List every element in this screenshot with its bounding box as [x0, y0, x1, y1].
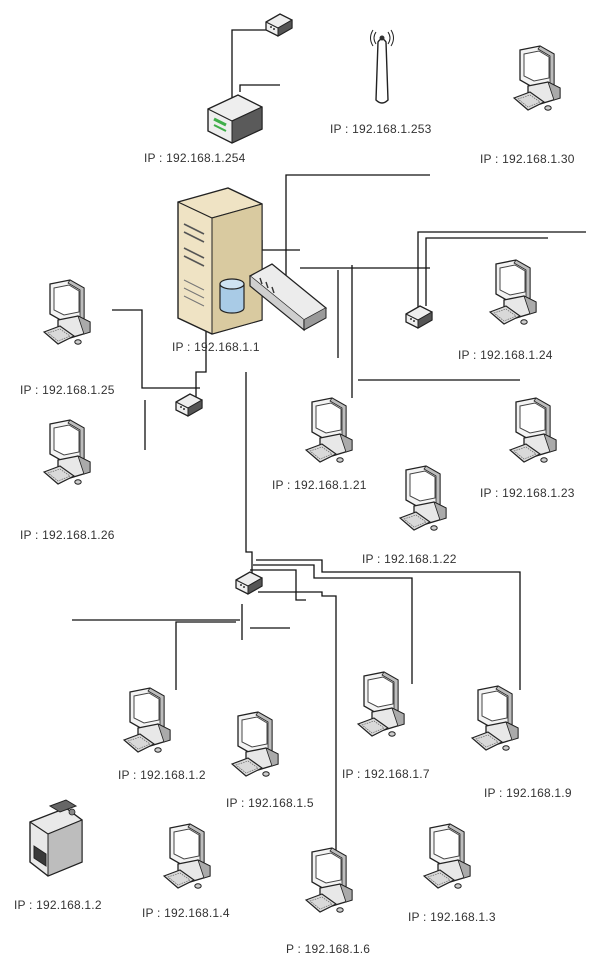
pc-3-ip-label: IP : 192.168.1.3 [408, 910, 496, 924]
antenna-ip-label: IP : 192.168.1.253 [330, 122, 432, 136]
hub-icon [265, 13, 293, 37]
pc-30-ip-label: IP : 192.168.1.30 [480, 152, 575, 166]
computer-icon [357, 671, 405, 737]
computer-icon [509, 397, 557, 463]
printer-icon [29, 799, 83, 877]
pc-23-ip-label: IP : 192.168.1.23 [480, 486, 575, 500]
computer-icon [43, 279, 91, 345]
switch-icon [248, 263, 328, 332]
pc-4-ip-label: IP : 192.168.1.4 [142, 906, 230, 920]
pc-25-ip-label: IP : 192.168.1.25 [20, 383, 115, 397]
pc-6-ip-label: P : 192.168.1.6 [286, 942, 371, 956]
pc-9-ip-label: IP : 192.168.1.9 [484, 786, 572, 800]
computer-icon [305, 397, 353, 463]
server-icon [177, 187, 263, 335]
computer-icon [471, 685, 519, 751]
printer-ip-label: IP : 192.168.1.2 [14, 898, 102, 912]
computer-icon [423, 823, 471, 889]
hub-icon [175, 393, 203, 417]
computer-icon [513, 45, 561, 111]
pc-21-ip-label: IP : 192.168.1.21 [272, 478, 367, 492]
computer-icon [231, 711, 279, 777]
pc-22-ip-label: IP : 192.168.1.22 [362, 552, 457, 566]
pc-2-ip-label: IP : 192.168.1.2 [118, 768, 206, 782]
computer-icon [163, 823, 211, 889]
pc-7-ip-label: IP : 192.168.1.7 [342, 767, 430, 781]
connection-lines [72, 29, 586, 860]
pc-5-ip-label: IP : 192.168.1.5 [226, 796, 314, 810]
pc-24-ip-label: IP : 192.168.1.24 [458, 348, 553, 362]
computer-icon [123, 687, 171, 753]
router-ip-label: IP : 192.168.1.254 [144, 151, 246, 165]
computer-icon [43, 419, 91, 485]
database-icon [219, 278, 245, 314]
hub-icon [235, 571, 263, 595]
hub-icon [405, 305, 433, 329]
router-icon [207, 94, 263, 144]
computer-icon [489, 259, 537, 325]
server-ip-label: IP : 192.168.1.1 [172, 340, 260, 354]
antenna-icon [370, 29, 394, 104]
pc-26-ip-label: IP : 192.168.1.26 [20, 528, 115, 542]
computer-icon [399, 465, 447, 531]
computer-icon [305, 847, 353, 913]
